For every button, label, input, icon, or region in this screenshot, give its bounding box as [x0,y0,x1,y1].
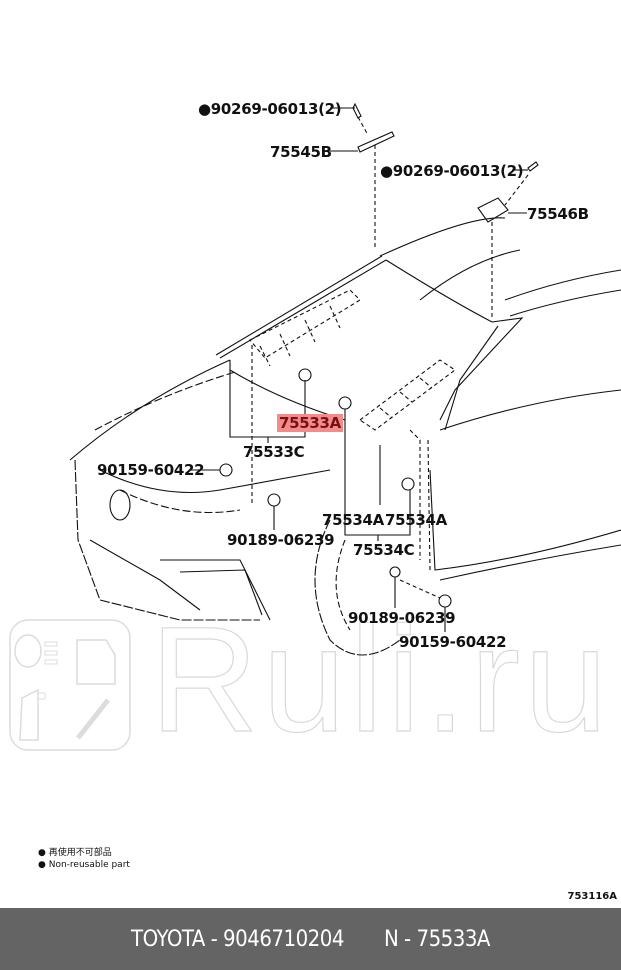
part-label-75533c[interactable]: 75533C [243,443,305,461]
legend-line-japanese: ● 再使用不可部品 [38,848,112,858]
part-label-90159-60422-right[interactable]: 90159-60422 [399,633,507,651]
watermark-text: Ruli.ru [149,595,612,763]
parts-diagram: Ruli.ru [9,100,621,902]
footer-bar: TOYOTA - 9046710204 N - 75533A [0,908,621,970]
part-label-75534c[interactable]: 75534C [353,541,415,559]
part-label-75533a-highlighted[interactable]: 75533A [277,414,343,432]
part-label-90269-06013-right[interactable]: ●90269-06013(2) [380,162,524,180]
legend-line-english: ● Non-reusable part [38,860,130,870]
part-label-75545b[interactable]: 75545B [270,143,332,161]
part-label-75546b[interactable]: 75546B [527,205,589,223]
part-label-75534a-2[interactable]: 75534A [385,511,447,529]
watermark-icons [9,619,131,751]
footer-brand-part-number: TOYOTA - 9046710204 [131,926,344,952]
legend: ● 再使用不可部品 ● Non-reusable part [38,847,130,871]
part-label-90189-06239-right[interactable]: 90189-06239 [348,609,456,627]
part-label-90269-06013-top[interactable]: ●90269-06013(2) [198,100,342,118]
footer-reference: N - 75533A [383,926,491,952]
drawing-code: 753116A [567,891,618,902]
part-label-90189-06239-left[interactable]: 90189-06239 [227,531,335,549]
part-label-90159-60422-left[interactable]: 90159-60422 [97,461,205,479]
part-label-75534a-1[interactable]: 75534A [322,511,384,529]
car-line-drawing [69,102,621,656]
